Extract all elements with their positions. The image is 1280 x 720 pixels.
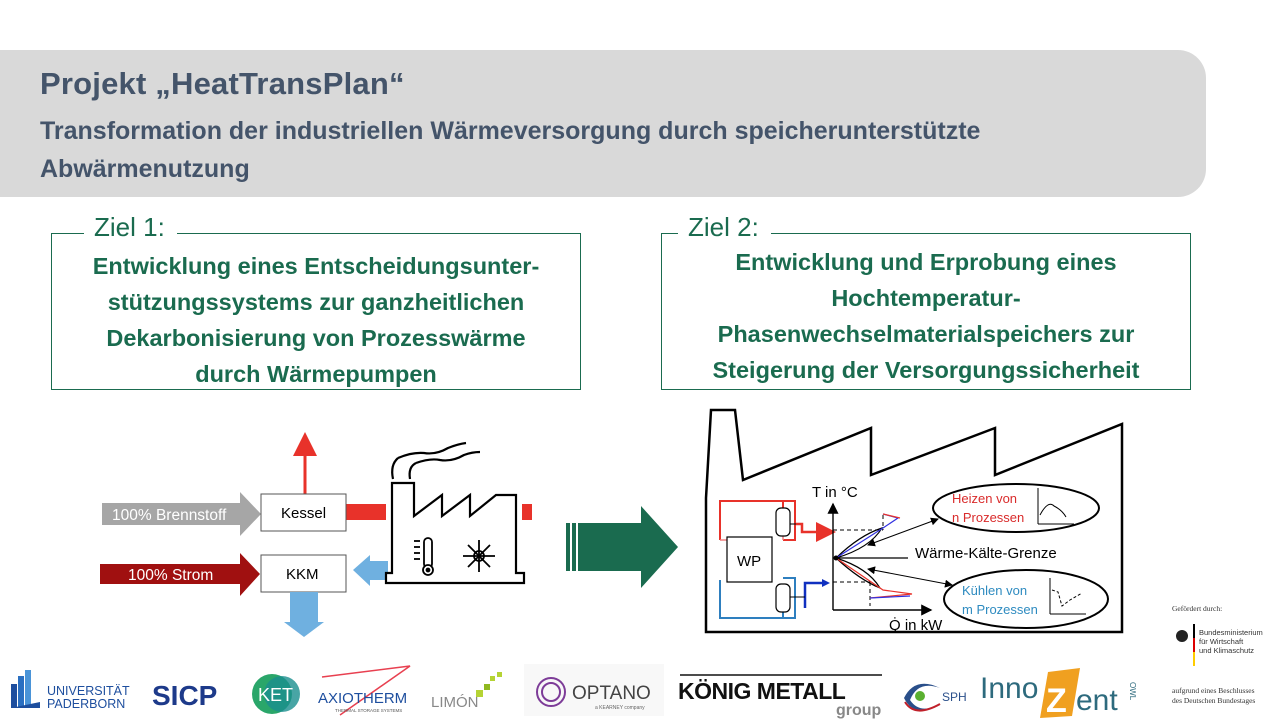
innozent-z: Z — [1046, 682, 1067, 720]
x-axis-label: Q̇ in kW — [889, 617, 943, 634]
goal-2-label: Ziel 2: — [678, 212, 771, 243]
goal-2-line: Phasenwechselmaterialspeichers zur — [717, 321, 1135, 347]
axiotherm-text: AXIOTHERM — [318, 690, 407, 707]
ket-logo: KET — [252, 674, 300, 714]
boiler-box — [260, 493, 347, 532]
sph-logo: SPH — [904, 683, 967, 712]
right-diagram: WP T in °C Q̇ in kW Wärme-Kälte — [704, 408, 1124, 634]
cooling-label-1: Kühlen von — [962, 583, 1027, 598]
axiotherm-subtext: THERMAL STORAGE SYSTEMS — [335, 708, 402, 713]
heating-ellipse — [932, 483, 1100, 533]
goal-2-line: Steigerung der Versorgungssicherheit — [712, 357, 1140, 383]
heating-label-1: Heizen von — [952, 491, 1017, 506]
factory-icon — [384, 441, 526, 585]
heat-supply-arrow — [796, 522, 836, 542]
logo-strip: UNIVERSITÄT PADERBORN SICP KET AXIOTHERM… — [11, 664, 1137, 720]
goal-2-line: Hochtemperatur- — [831, 285, 1021, 311]
chiller-label: KKM — [286, 566, 319, 583]
koenig-text: KÖNIG METALL — [678, 678, 846, 704]
optano-subtext: a KEARNEY company — [595, 705, 645, 711]
upb-logo: UNIVERSITÄT PADERBORN — [11, 670, 130, 711]
y-axis-label: T in °C — [812, 484, 858, 501]
boiler-label: Kessel — [281, 505, 326, 522]
cooling-waste-arrow — [284, 592, 324, 637]
heat-exchanger-top — [775, 507, 791, 537]
decision-line: aufgrund eines Beschlusses — [1172, 686, 1255, 695]
limon-text: LIMÓN — [431, 694, 479, 711]
goal-1-label: Ziel 1: — [84, 212, 177, 243]
header-banner: Projekt „HeatTransPlan“ Transformation d… — [0, 50, 1206, 197]
heating-label-2: n Prozessen — [952, 510, 1024, 525]
axiotherm-logo: AXIOTHERM THERMAL STORAGE SYSTEMS — [318, 665, 411, 716]
innozent-owl: OWL — [1128, 682, 1137, 701]
optano-logo: OPTANO a KEARNEY company — [524, 664, 664, 716]
upb-line1: UNIVERSITÄT — [47, 684, 130, 698]
heat-exchanger-bottom — [775, 583, 791, 613]
goal-1-line: stützungssystems zur ganzheitlichen — [107, 289, 525, 315]
ministry-name: Bundesministerium für Wirtschaft und Kli… — [1199, 628, 1263, 655]
goal-2-box: Ziel 2: Entwicklung und Erprobung eines … — [661, 212, 1191, 390]
left-diagram: 100% Brennstoff 100% Strom Kessel KKM — [100, 432, 532, 637]
bmwk-logo — [1176, 624, 1195, 666]
page-subtitle: Transformation der industriellen Wärmeve… — [40, 117, 981, 183]
goal-1-line: Dekarbonisierung von Prozesswärme — [106, 325, 526, 351]
cooling-ellipse — [943, 569, 1109, 629]
fuel-arrow — [102, 492, 261, 536]
heat-flow-bar — [346, 504, 386, 520]
ministry-line: Bundesministerium — [1199, 628, 1263, 637]
snowflake-icon — [463, 540, 495, 572]
eagle-icon — [1176, 630, 1188, 642]
goal-1-text: Entwicklung eines Entscheidungsunter- st… — [52, 248, 580, 392]
innozent-text-a: Inno — [980, 672, 1038, 705]
transition-arrow — [566, 506, 678, 588]
optano-text: OPTANO — [572, 683, 651, 704]
decision-line: des Deutschen Bundestages — [1172, 696, 1256, 705]
cooling-label-2: m Prozessen — [962, 602, 1038, 617]
bundestag-note: aufgrund eines Beschlusses des Deutschen… — [1172, 686, 1255, 706]
koenig-metall-logo: KÖNIG METALL group — [678, 674, 882, 719]
power-arrow-label: 100% Strom — [128, 567, 213, 584]
cooling-return-arrow — [353, 555, 388, 586]
innozent-logo: Inno Z ent OWL — [980, 668, 1137, 720]
fuel-arrow-label: 100% Brennstoff — [112, 507, 227, 524]
goal-2-line: Entwicklung und Erprobung eines — [735, 249, 1117, 275]
upb-line2: PADERBORN — [47, 697, 125, 711]
cooling-mini-chart — [1049, 578, 1086, 615]
goal-1-line: durch Wärmepumpen — [195, 361, 437, 387]
funding-by: Gefördert durch: — [1172, 604, 1223, 613]
heat-pump-box — [726, 536, 773, 583]
heat-flow-out — [522, 504, 532, 520]
koenig-subtext: group — [836, 702, 882, 719]
goal-1-line: Entwicklung eines Entscheidungsunter- — [92, 253, 540, 279]
ministry-line: für Wirtschaft — [1199, 637, 1244, 646]
cool-supply-arrow — [803, 581, 826, 608]
ministry-line: und Klimaschutz — [1199, 646, 1255, 655]
goal-2-text: Entwicklung und Erprobung eines Hochtemp… — [662, 244, 1190, 388]
innozent-text-b: ent — [1076, 684, 1118, 717]
goal-1-box: Ziel 1: Entwicklung eines Entscheidungsu… — [51, 212, 581, 392]
power-arrow — [100, 553, 260, 596]
ket-text: KET — [258, 685, 293, 705]
heating-mini-chart — [1037, 488, 1074, 525]
sph-text: SPH — [942, 690, 967, 704]
sicp-logo: SICP — [152, 680, 217, 711]
heat-pump-label: WP — [737, 553, 761, 570]
limon-logo: LIMÓN — [431, 672, 502, 711]
thermometer-icon — [414, 537, 434, 576]
page-title: Projekt „HeatTransPlan“ — [40, 66, 405, 101]
boundary-label: Wärme-Kälte-Grenze — [915, 545, 1057, 562]
heat-loop — [719, 500, 796, 541]
partner-logos: UNIVERSITÄT PADERBORN SICP KET AXIOTHERM… — [0, 660, 1280, 720]
